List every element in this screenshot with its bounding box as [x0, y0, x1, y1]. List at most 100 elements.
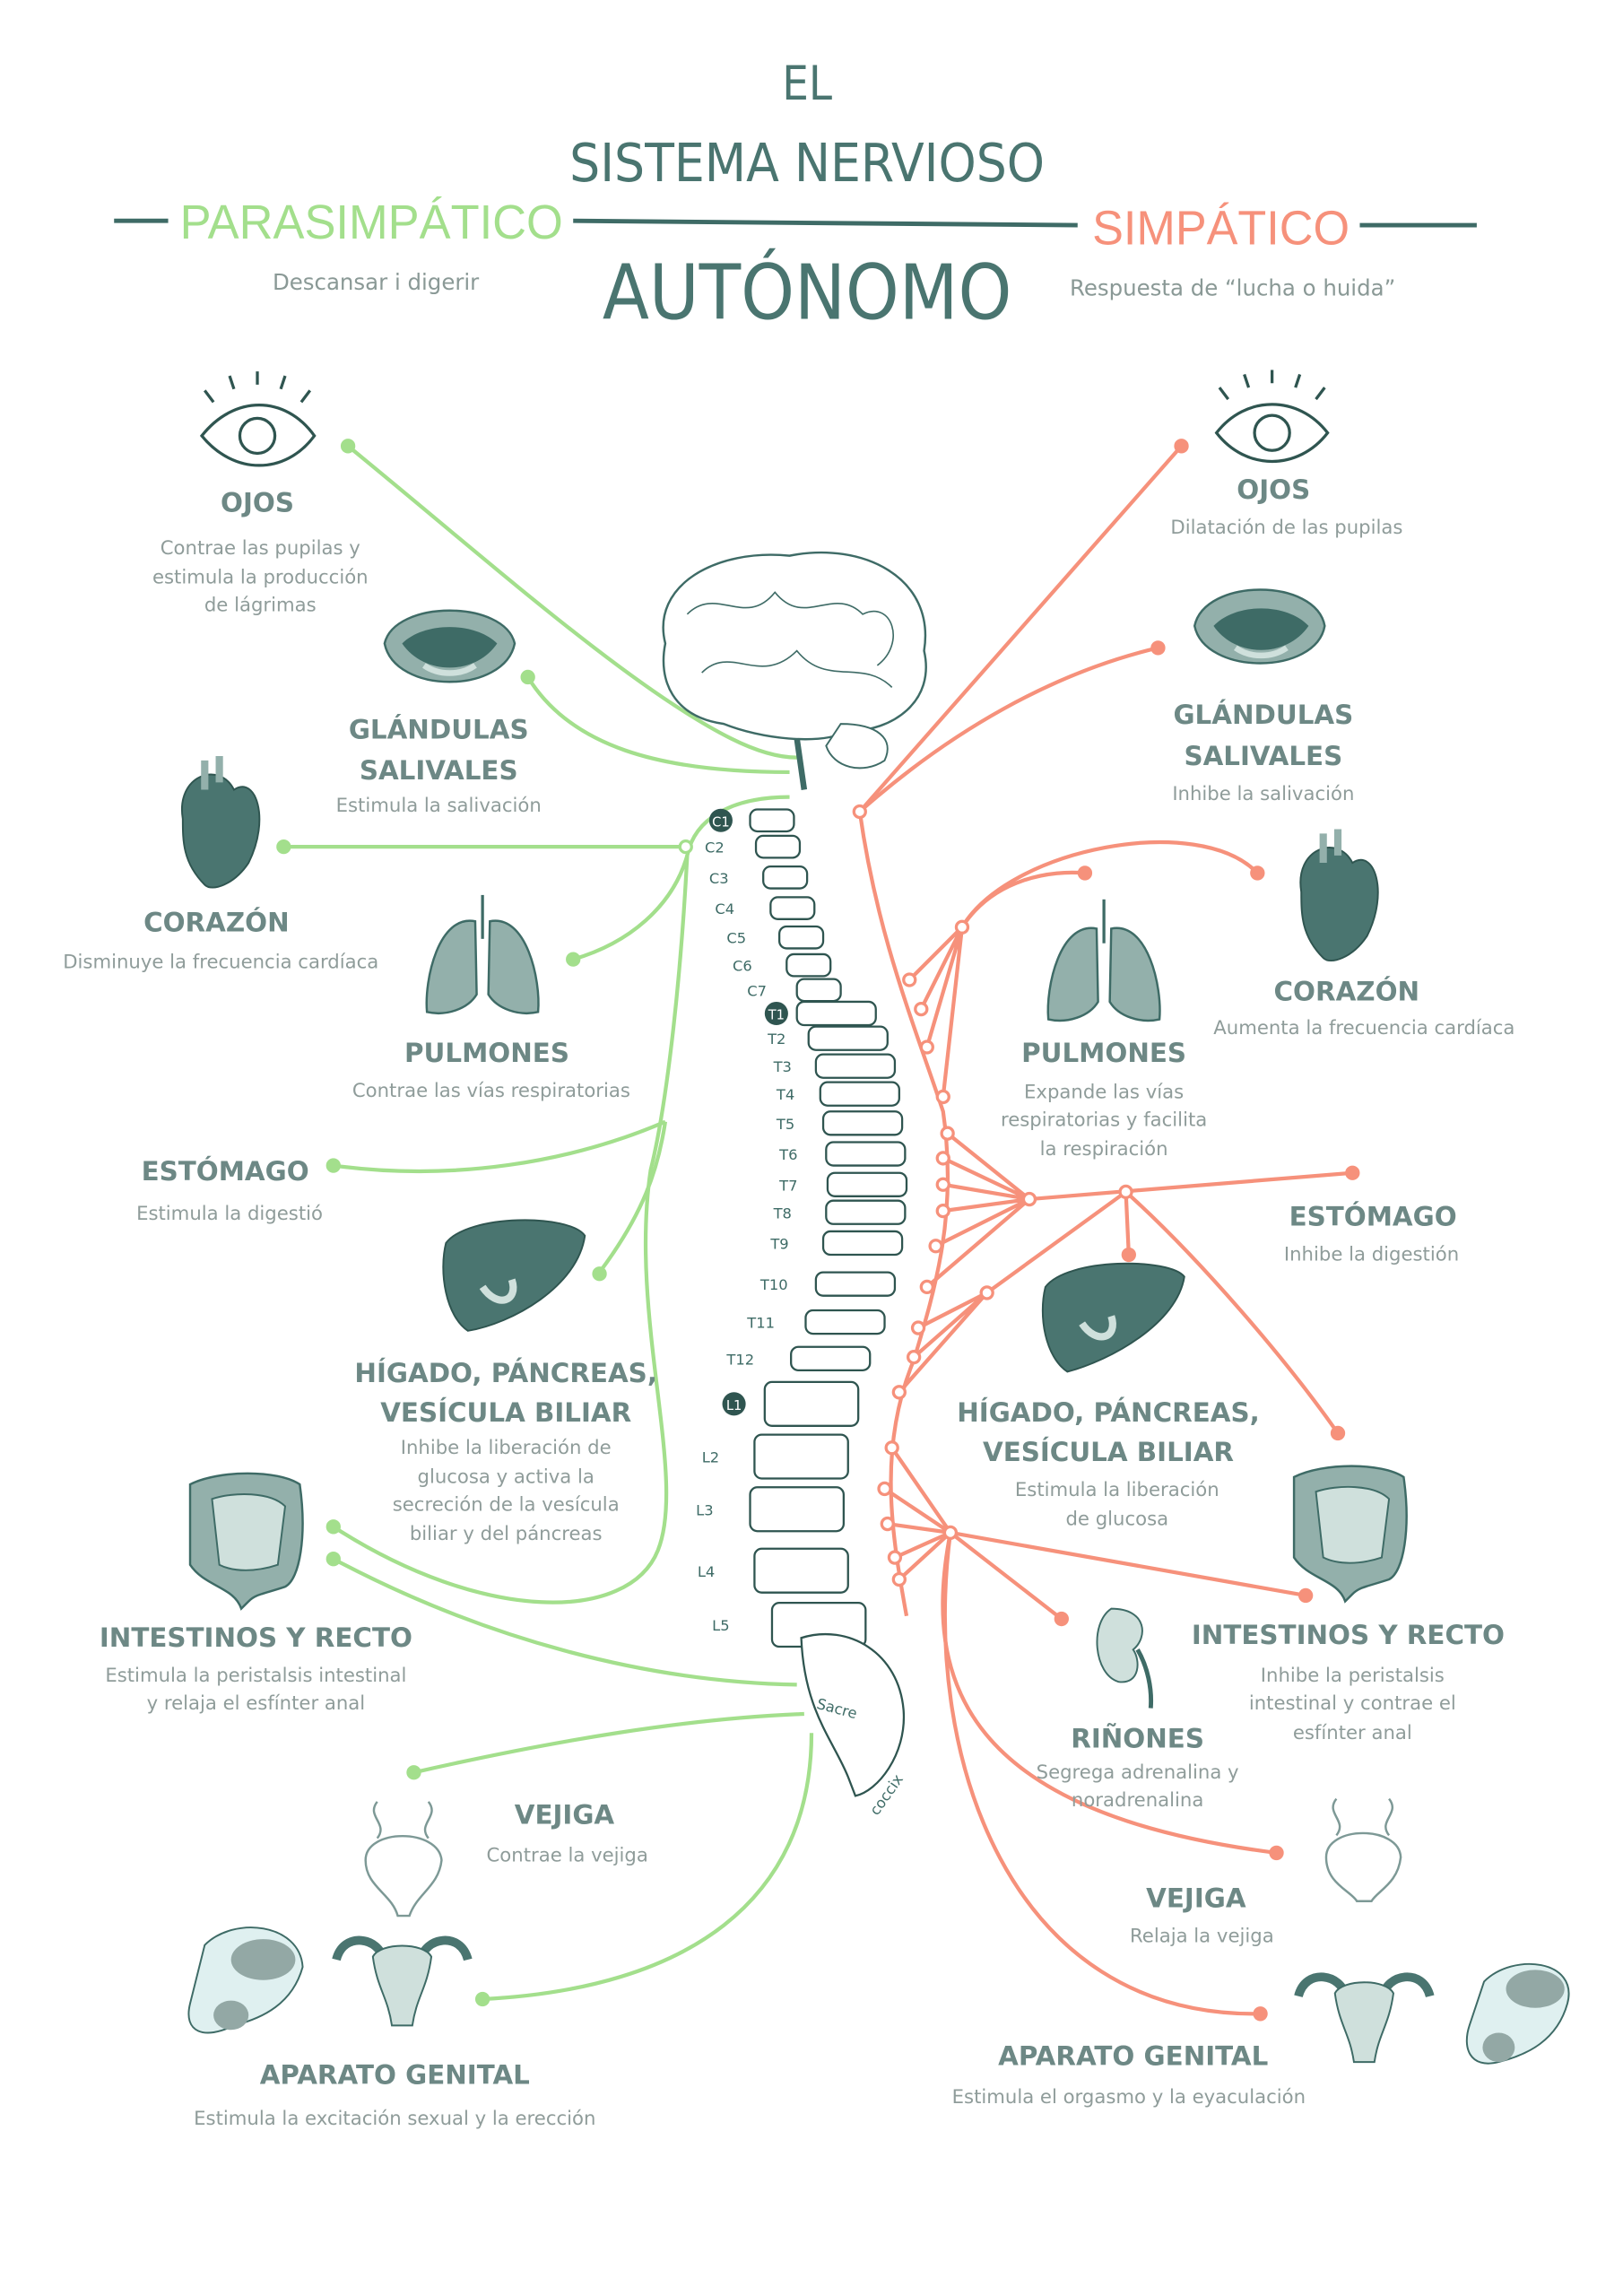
organ-desc: Disminuye la frecuencia cardíaca	[63, 950, 378, 972]
vertebra-label: T9	[769, 1236, 788, 1253]
vertebra	[769, 896, 816, 920]
organ-name: INTESTINOS Y RECTO	[100, 1622, 412, 1653]
vertebra	[749, 808, 795, 833]
vertebra-label: T12	[725, 1351, 754, 1368]
organ-name: ESTÓMAGO	[142, 1154, 309, 1187]
mouth-icon	[383, 609, 516, 683]
organ-name: HÍGADO, PÁNCREAS,	[354, 1357, 657, 1388]
divider	[573, 218, 1078, 228]
organ-name: CORAZÓN	[143, 906, 290, 938]
male-reproductive-icon	[1465, 1962, 1570, 2065]
vertebra	[821, 1230, 904, 1257]
sympathetic-effects: OJOS Dilatación de las pupilas GLÁNDULAS…	[952, 474, 1515, 2108]
vertebra-label: L3	[696, 1501, 713, 1518]
sacrum	[800, 1633, 905, 1797]
vertebra-label: C5	[726, 930, 746, 947]
eye-icon	[199, 371, 317, 467]
vertebra	[753, 1547, 849, 1594]
organ-name: ESTÓMAGO	[1289, 1199, 1457, 1231]
vertebra	[825, 1141, 907, 1167]
vertebra-label: C4	[715, 900, 734, 918]
vertebra	[777, 925, 825, 950]
parasympathetic-subtitle: Descansar i digerir	[273, 269, 480, 295]
vertebra-label: T1	[768, 1008, 785, 1023]
organ-desc: Aumenta la frecuencia cardíaca	[1213, 1016, 1515, 1039]
vertebra	[762, 865, 809, 890]
vertebra-label: L2	[702, 1449, 719, 1466]
bladder-icon	[1324, 1797, 1402, 1902]
organ-desc: intestinal y contrae el	[1249, 1692, 1456, 1714]
intestines-icon	[1292, 1465, 1408, 1604]
organ-desc: la respiración	[1040, 1137, 1168, 1160]
vertebra-badge	[764, 1001, 788, 1026]
vertebra	[790, 1345, 872, 1371]
liver-icon	[442, 1219, 586, 1332]
organ-desc: Inhibe la digestión	[1284, 1243, 1459, 1265]
vertebra-label: T7	[778, 1177, 797, 1194]
lungs-icon	[1046, 899, 1161, 1022]
vertebra	[814, 1271, 897, 1297]
organ-name: GLÁNDULAS	[349, 713, 529, 744]
organ-desc: Inhibe la peristalsis	[1261, 1664, 1445, 1686]
male-reproductive-icon	[187, 1926, 304, 2034]
vertebra	[753, 1433, 849, 1480]
organ-desc: Estimula la digestió	[136, 1202, 323, 1224]
organ-name: SALIVALES	[360, 755, 518, 786]
vertebra-label: C2	[705, 839, 725, 857]
vertebra	[763, 1380, 860, 1427]
vertebra	[826, 1171, 908, 1197]
vertebra	[749, 1486, 846, 1533]
organ-desc: Estimula el orgasmo y la eyaculación	[952, 2085, 1306, 2108]
vertebra-label: T3	[773, 1058, 792, 1075]
parasympathetic-label: PARASIMPÁTICO	[180, 196, 563, 249]
heart-icon	[1299, 829, 1379, 962]
organ-desc: Contrae las pupilas y	[161, 536, 360, 559]
vertebra	[754, 834, 802, 859]
organ-name: SALIVALES	[1184, 741, 1342, 771]
parasympathetic-effects: OJOS Contrae las pupilas y estimula la p…	[63, 488, 657, 2130]
organ-name: VESÍCULA BILIAR	[380, 1396, 631, 1428]
organ-name: APARATO GENITAL	[260, 2060, 530, 2091]
organ-name: VESÍCULA BILIAR	[983, 1436, 1234, 1467]
organ-desc: biliar y del páncreas	[410, 1522, 603, 1544]
mouth-icon	[1193, 588, 1326, 665]
vertebra-label: T2	[767, 1031, 785, 1048]
eye-icon	[1214, 370, 1330, 463]
title-line-1: EL	[782, 57, 832, 111]
vertebra-label: T8	[773, 1205, 792, 1222]
heart-icon	[180, 756, 261, 889]
vertebra	[804, 1309, 886, 1335]
organ-desc: Estimula la salivación	[336, 794, 542, 816]
vertebra-label: L5	[712, 1617, 729, 1634]
vertebra	[795, 978, 842, 1003]
organ-desc: Inhibe la liberación de	[401, 1436, 612, 1458]
organ-name: OJOS	[221, 488, 294, 518]
intestines-icon	[188, 1472, 304, 1611]
spine	[749, 808, 908, 1797]
organ-name: APARATO GENITAL	[998, 2040, 1268, 2071]
vertebra-label: T4	[776, 1086, 794, 1103]
organ-desc: noradrenalina	[1072, 1788, 1203, 1811]
vertebra	[814, 1053, 897, 1079]
organ-name: RIÑONES	[1071, 1722, 1204, 1754]
title-line-3: AUTÓNOMO	[603, 247, 1012, 336]
title-line-2: SISTEMA NERVIOSO	[569, 133, 1045, 194]
organ-desc: respiratorias y facilita	[1001, 1109, 1207, 1131]
organ-name: PULMONES	[1021, 1038, 1186, 1068]
organ-name: GLÁNDULAS	[1173, 699, 1353, 730]
vertebra-label: L4	[698, 1563, 715, 1580]
sympathetic-label: SIMPÁTICO	[1092, 201, 1350, 255]
sympathetic-nerves	[852, 439, 1360, 2022]
female-reproductive-icon	[1294, 1972, 1435, 2064]
organ-name: HÍGADO, PÁNCREAS,	[957, 1396, 1260, 1428]
organ-desc: de lágrimas	[204, 594, 317, 616]
vertebra	[825, 1199, 907, 1225]
vertebra	[795, 1000, 877, 1027]
vertebra	[785, 952, 832, 978]
organ-desc: y relaja el esfínter anal	[147, 1692, 366, 1714]
organ-desc: secreción de la vesícula	[393, 1492, 620, 1515]
vertebra-label: L1	[726, 1398, 742, 1413]
organ-name: CORAZÓN	[1274, 974, 1420, 1006]
organ-desc: Relaja la vejiga	[1130, 1924, 1274, 1946]
